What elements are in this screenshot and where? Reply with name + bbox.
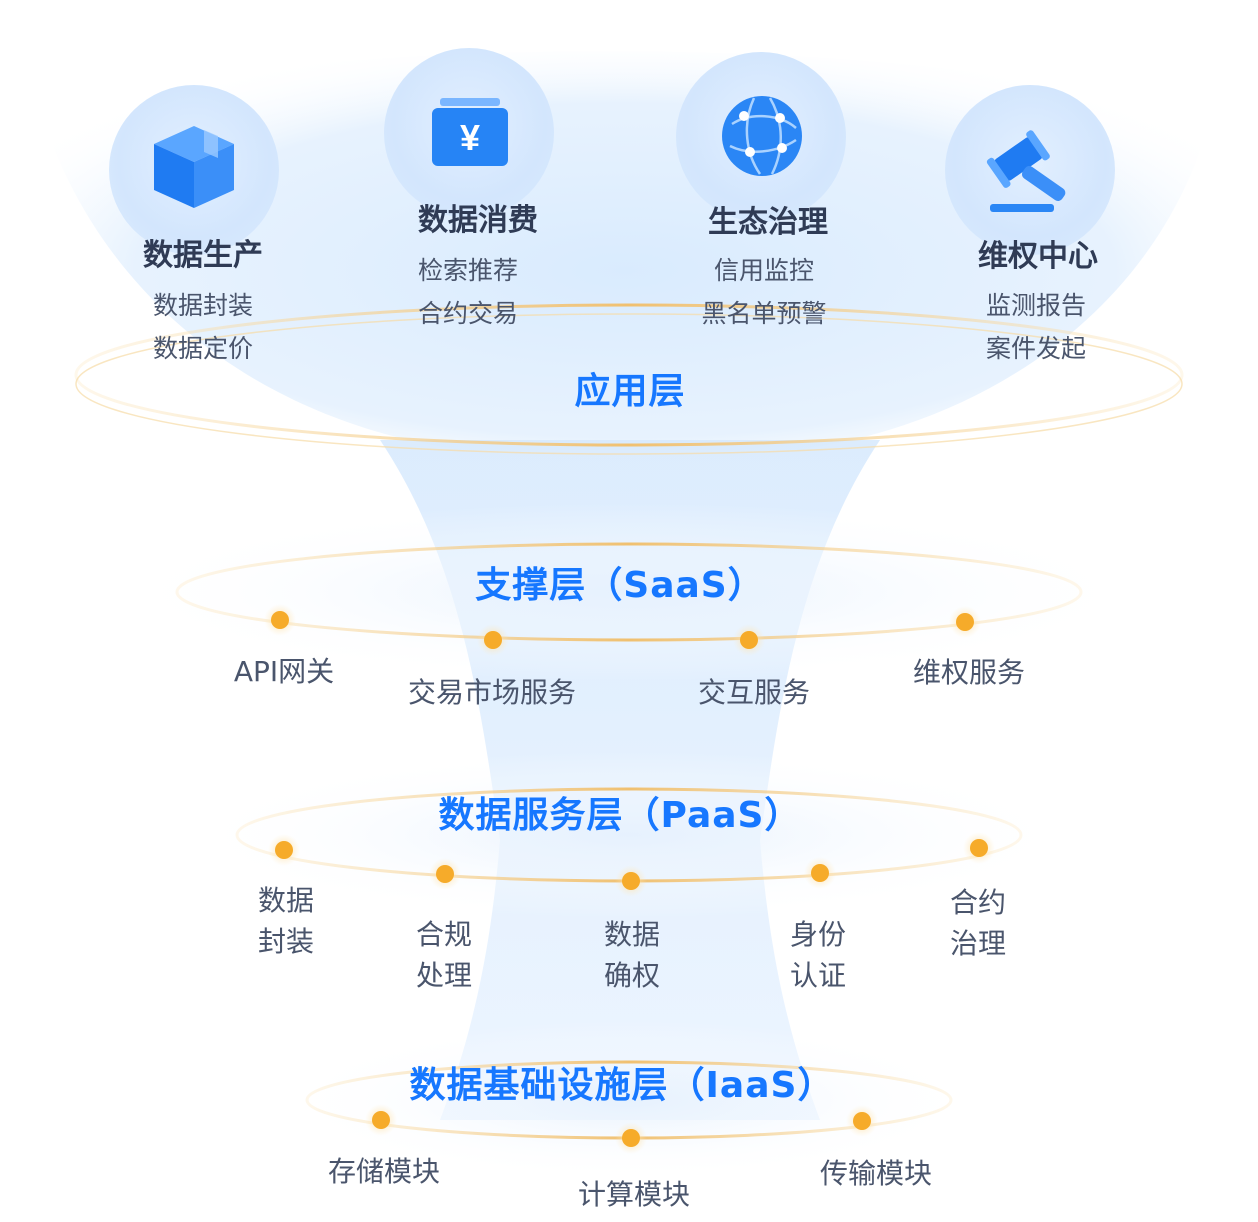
globe-network-icon bbox=[722, 96, 802, 176]
iaas-node-dot bbox=[846, 1105, 878, 1137]
module-title-consumption: 数据消费 bbox=[418, 203, 538, 238]
module-title-rights: 维权中心 bbox=[978, 239, 1098, 274]
saas-nodes bbox=[264, 604, 981, 656]
saas-node-label: 交互服务 bbox=[697, 676, 811, 709]
iaas-node-label: 传输模块 bbox=[819, 1157, 933, 1190]
module-item: 数据封装 bbox=[152, 291, 254, 320]
iaas-node-dot bbox=[365, 1104, 397, 1136]
paas-node-dot bbox=[615, 865, 647, 897]
saas-node-dot bbox=[477, 624, 509, 656]
paas-node-label: 数据 确权 bbox=[603, 918, 661, 992]
svg-text:¥: ¥ bbox=[460, 117, 480, 158]
module-item: 案件发起 bbox=[985, 334, 1087, 363]
paas-nodes bbox=[268, 832, 995, 897]
paas-node-dot bbox=[429, 858, 461, 890]
layer-title-iaas: 数据基础设施层（IaaS） bbox=[409, 1065, 835, 1106]
iaas-nodes bbox=[365, 1104, 878, 1154]
saas-node-label: 交易市场服务 bbox=[407, 676, 577, 709]
module-item: 信用监控 bbox=[713, 256, 815, 285]
paas-node-label: 合规 处理 bbox=[415, 918, 473, 992]
iaas-node-dot bbox=[615, 1122, 647, 1154]
paas-node-label: 数据 封装 bbox=[257, 884, 315, 958]
layer-title-application: 应用层 bbox=[574, 371, 686, 412]
saas-node-dot bbox=[949, 606, 981, 638]
gavel-icon bbox=[986, 130, 1066, 212]
saas-node-label: API网关 bbox=[233, 655, 335, 688]
paas-node-label: 合约 治理 bbox=[949, 886, 1007, 960]
layer-title-saas: 支撑层（SaaS） bbox=[475, 565, 765, 606]
module-item: 合约交易 bbox=[417, 299, 519, 328]
saas-node-dot bbox=[733, 624, 765, 656]
paas-node-dot bbox=[804, 857, 836, 889]
module-item: 检索推荐 bbox=[417, 256, 519, 285]
paas-node-label: 身份 认证 bbox=[789, 918, 847, 992]
module-title-production: 数据生产 bbox=[143, 238, 263, 273]
saas-node-dot bbox=[264, 604, 296, 636]
saas-node-label: 维权服务 bbox=[912, 656, 1026, 689]
yuan-card-icon: ¥ bbox=[432, 98, 508, 166]
paas-node-dot bbox=[963, 832, 995, 864]
iaas-node-label: 存储模块 bbox=[327, 1155, 441, 1188]
module-item: 监测报告 bbox=[985, 291, 1087, 320]
layer-title-paas: 数据服务层（PaaS） bbox=[438, 795, 802, 836]
box-icon bbox=[154, 126, 234, 208]
module-title-governance: 生态治理 bbox=[708, 205, 828, 240]
module-item: 黑名单预警 bbox=[701, 299, 827, 328]
paas-node-dot bbox=[268, 834, 300, 866]
iaas-node-label: 计算模块 bbox=[577, 1178, 691, 1211]
module-item: 数据定价 bbox=[152, 334, 254, 363]
